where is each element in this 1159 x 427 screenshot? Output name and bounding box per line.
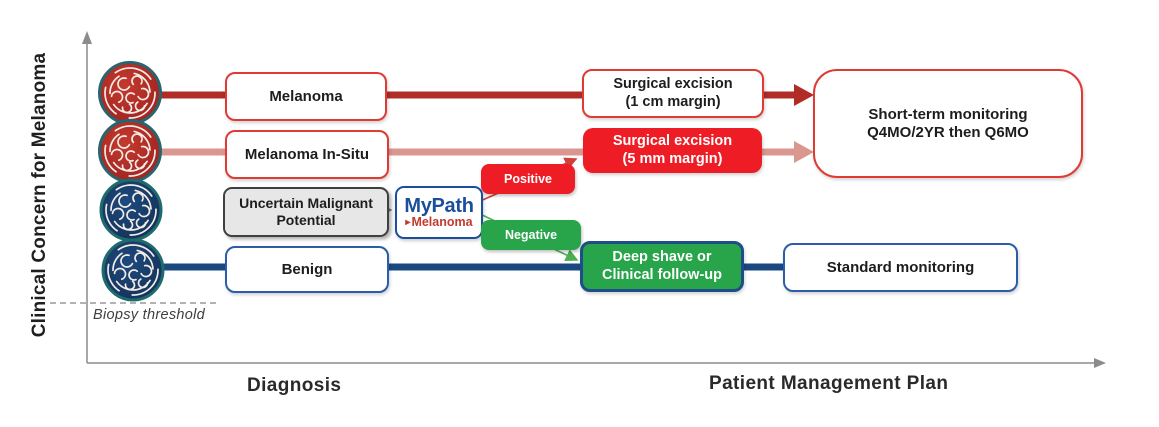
biopsy-threshold-label: Biopsy threshold (93, 307, 205, 323)
x-axis-arrowhead-icon (1094, 358, 1106, 368)
short-term-line2: Q4MO/2YR then Q6MO (867, 123, 1029, 141)
x-axis-label-management: Patient Management Plan (709, 373, 949, 394)
in-situ-arrowhead-icon (794, 141, 814, 163)
mypath-logo-name: MyPath (404, 194, 474, 217)
uncertain-label-line1: Uncertain Malignant (239, 195, 373, 212)
y-axis-arrowhead-icon (82, 31, 92, 44)
short-term-monitoring-box: Short-term monitoring Q4MO/2YR then Q6MO (813, 69, 1083, 178)
y-axis-label: Clinical Concern for Melanoma (29, 52, 50, 338)
melanoma-in-situ-label: Melanoma In-Situ (244, 145, 370, 163)
deep-shave-line1: Deep shave or (612, 249, 712, 266)
mypath-logo-sub: Melanoma (411, 214, 473, 229)
logo-triangle-icon: ▸ (405, 216, 411, 228)
excision-1cm-line2: (1 cm margin) (625, 93, 721, 110)
excision-1cm-line1: Surgical excision (613, 76, 733, 93)
uncertain-malignant-potential-box: Uncertain Malignant Potential (223, 187, 389, 237)
benign-box: Benign (225, 246, 389, 293)
lesion-red-in-situ-icon (98, 119, 162, 183)
positive-result-badge: Positive (481, 164, 575, 194)
standard-monitoring-box: Standard monitoring (783, 243, 1018, 292)
x-axis-label-diagnosis: Diagnosis (247, 375, 342, 396)
lesion-red-melanoma-icon (98, 61, 162, 125)
melanoma-label: Melanoma (269, 87, 343, 105)
y-axis (82, 31, 92, 363)
positive-label: Positive (504, 172, 552, 186)
deep-shave-line2: Clinical follow-up (601, 266, 723, 283)
melanoma-in-situ-box: Melanoma In-Situ (225, 130, 389, 179)
lesion-blue-benign-icon (101, 238, 165, 302)
benign-label: Benign (281, 260, 333, 278)
lesion-blue-uncertain-icon (99, 178, 163, 242)
excision-5mm-line1: Surgical excision (612, 133, 733, 150)
deep-shave-box: Deep shave or Clinical follow-up (580, 241, 744, 292)
short-term-line1: Short-term monitoring (868, 105, 1028, 123)
standard-monitoring-label: Standard monitoring (826, 258, 975, 276)
melanoma-arrowhead-icon (794, 84, 814, 106)
uncertain-label-line2: Potential (276, 212, 336, 228)
negative-result-badge: Negative (481, 220, 581, 250)
melanoma-box: Melanoma (225, 72, 387, 121)
x-axis (87, 358, 1106, 368)
negative-label: Negative (504, 228, 558, 242)
mypath-melanoma-logo: MyPath ▸ Melanoma (395, 186, 483, 239)
surgical-excision-5mm-box: Surgical excision (5 mm margin) (583, 128, 762, 173)
excision-5mm-line2: (5 mm margin) (622, 150, 723, 167)
surgical-excision-1cm-box: Surgical excision (1 cm margin) (582, 69, 764, 118)
